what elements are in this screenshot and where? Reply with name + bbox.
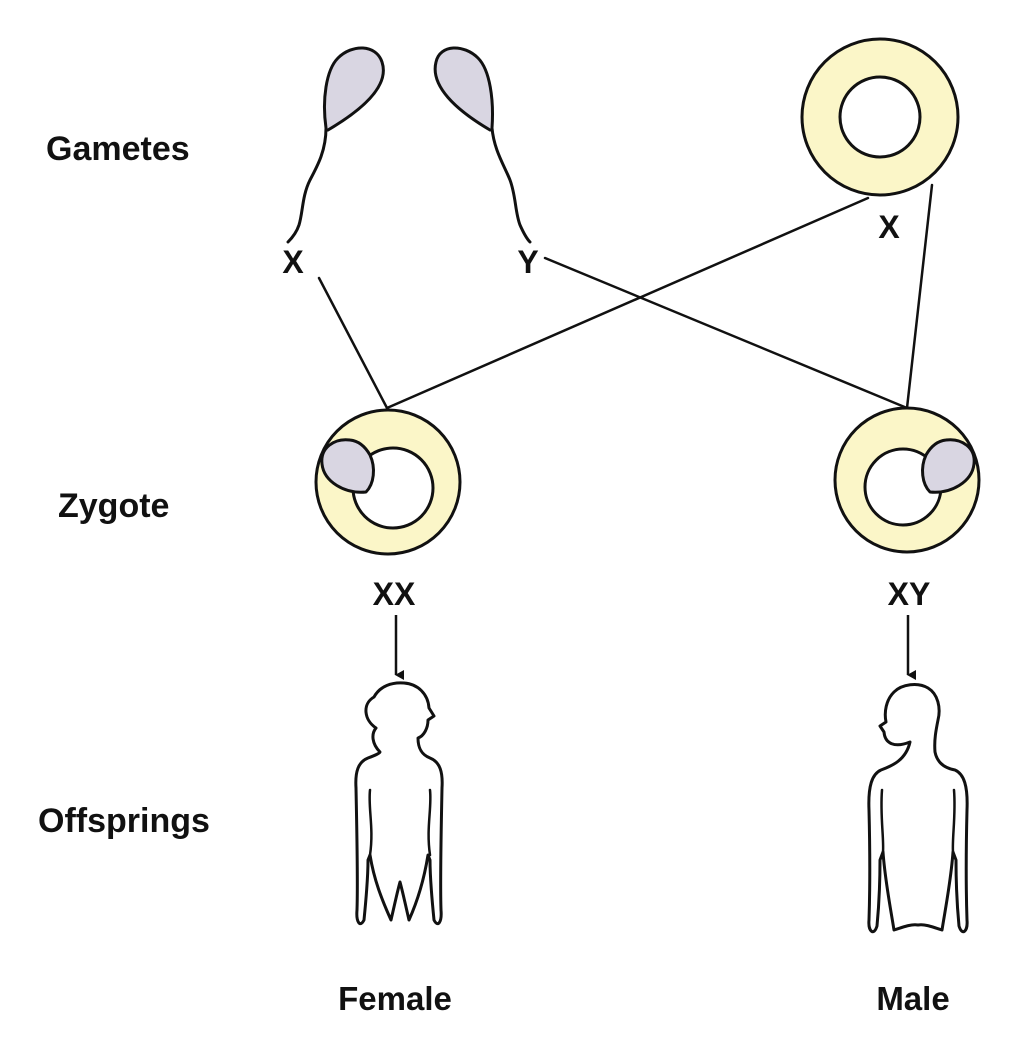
sperm-x-outline <box>286 46 385 244</box>
line-sperm-y-to-xy <box>543 256 909 410</box>
female-figure-right-arm <box>427 788 432 857</box>
egg-cell <box>800 37 960 197</box>
male-figure-icon <box>867 683 969 934</box>
male-figure-left-arm <box>880 788 885 854</box>
zygote-xy-label: XY <box>888 576 931 612</box>
egg-x-label: X <box>878 209 900 245</box>
zygote-xx <box>314 408 462 556</box>
row-label-offsprings: Offsprings <box>38 802 210 840</box>
line-sperm-x-to-xx <box>317 276 389 410</box>
sperm-x <box>286 46 385 244</box>
zygote-xx-label: XX <box>373 576 416 612</box>
male-figure-outline <box>867 683 969 934</box>
row-label-gametes: Gametes <box>46 130 190 168</box>
sperm-y-outline <box>433 46 532 244</box>
zygote-xx-sperm-head <box>320 438 375 494</box>
sperm-y-head <box>435 47 493 130</box>
male-figure-right-arm <box>951 788 956 854</box>
zygote-xy-sperm-head <box>921 438 976 494</box>
egg-nucleus <box>838 75 922 159</box>
sperm-x-head <box>324 47 384 130</box>
line-egg-to-xx <box>385 196 870 410</box>
female-figure-icon <box>354 681 444 926</box>
sperm-y <box>433 46 532 244</box>
row-label-zygote: Zygote <box>58 487 169 525</box>
zygote-xy <box>833 406 981 554</box>
female-figure-outline <box>354 681 444 926</box>
line-egg-to-xy <box>905 183 934 410</box>
female-label: Female <box>338 980 452 1017</box>
sperm-y-label: Y <box>517 244 538 280</box>
female-figure-left-arm <box>368 788 373 857</box>
sperm-x-label: X <box>282 244 304 280</box>
male-label: Male <box>876 980 949 1017</box>
